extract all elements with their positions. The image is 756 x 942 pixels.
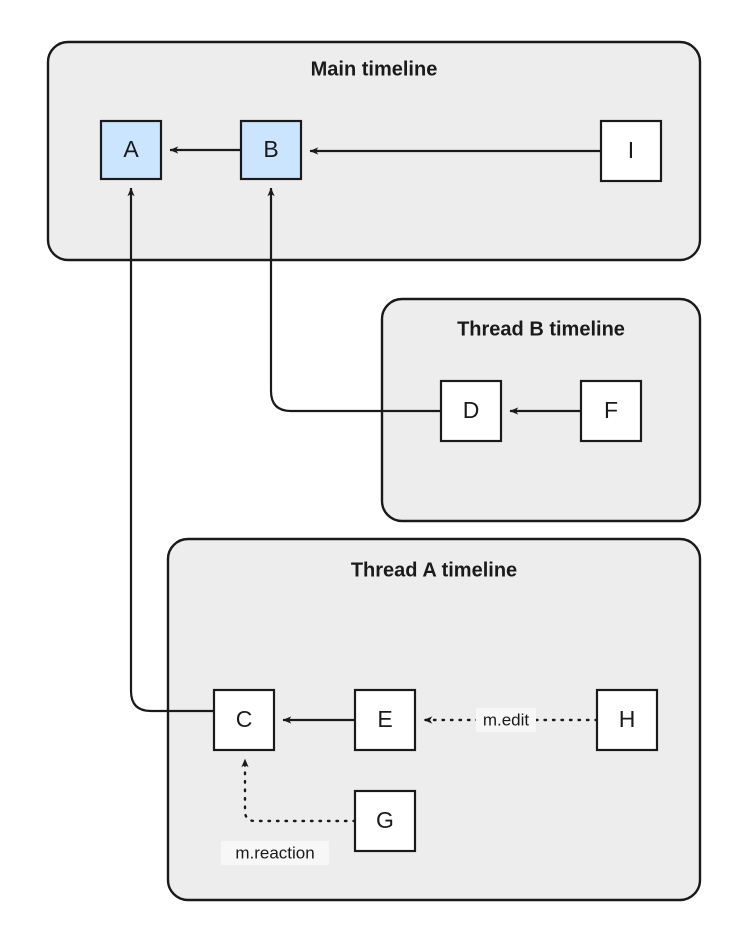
node-g[interactable]: G — [353, 789, 417, 853]
node-d-box — [439, 379, 503, 443]
node-b-label: B — [263, 136, 278, 162]
node-f-box — [579, 379, 643, 443]
node-h-box — [595, 688, 659, 752]
edge-c-to-a[interactable] — [127, 187, 214, 713]
node-h-label: H — [619, 706, 636, 732]
node-g-label: G — [376, 807, 394, 833]
node-c[interactable]: C — [212, 688, 276, 752]
node-a-box — [99, 119, 163, 181]
node-e-label: E — [377, 706, 392, 732]
node-b-box — [239, 119, 303, 181]
edge-label-m-reaction-text: m.reaction — [235, 843, 314, 862]
container-main-timeline-title: Main timeline — [311, 58, 438, 80]
container-thread-b-timeline-title: Thread B timeline — [457, 318, 625, 340]
edge-label-m-edit-bg — [476, 708, 536, 732]
node-i-label: I — [628, 137, 634, 163]
node-a[interactable]: A — [99, 119, 163, 181]
node-e[interactable]: E — [353, 688, 417, 752]
node-g-box — [353, 789, 417, 853]
node-d[interactable]: D — [439, 379, 503, 443]
node-b[interactable]: B — [239, 119, 303, 181]
edge-label-m-reaction: m.reaction — [221, 841, 329, 865]
node-i[interactable]: I — [599, 119, 663, 183]
node-e-box — [353, 688, 417, 752]
edge-label-m-edit: m.edit — [476, 708, 536, 732]
node-h[interactable]: H — [595, 688, 659, 752]
node-c-box — [212, 688, 276, 752]
node-d-label: D — [463, 397, 480, 423]
node-i-box — [599, 119, 663, 183]
edge-label-m-edit-text: m.edit — [483, 710, 530, 729]
edge-d-to-b[interactable] — [267, 187, 441, 413]
edge-label-m-reaction-bg — [221, 841, 329, 865]
node-f[interactable]: F — [579, 379, 643, 443]
container-thread-a-timeline-title: Thread A timeline — [351, 559, 517, 581]
node-a-label: A — [123, 136, 139, 162]
node-f-label: F — [604, 397, 618, 423]
node-c-label: C — [236, 706, 253, 732]
